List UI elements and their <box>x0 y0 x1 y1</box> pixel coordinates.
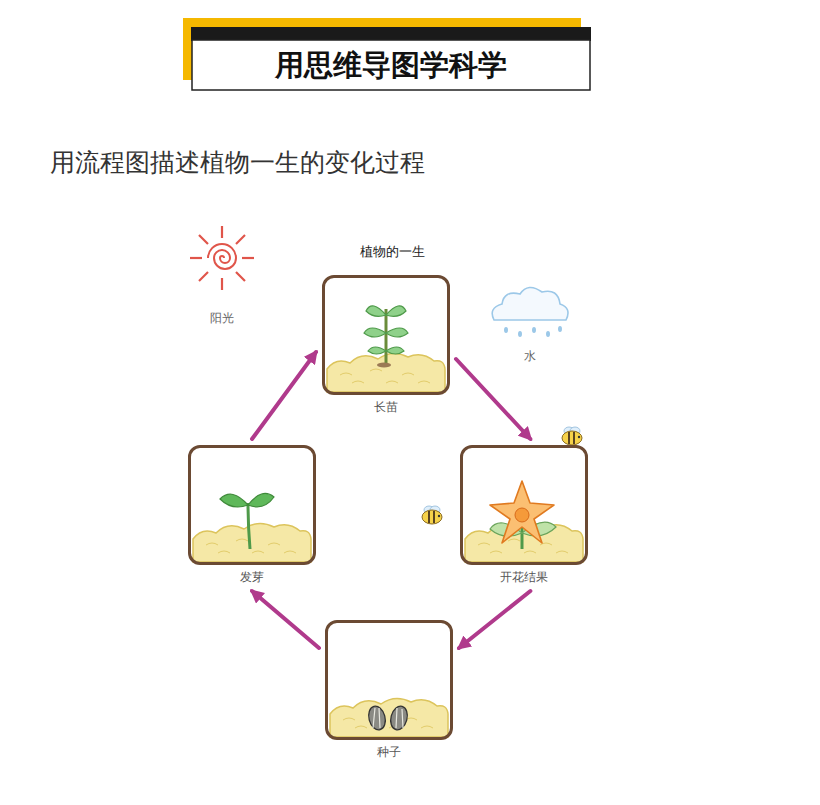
stage-node: 开花结果 <box>460 445 588 585</box>
water-label: 水 <box>500 348 560 365</box>
stage-label: 种子 <box>325 745 453 760</box>
stage-label: 发芽 <box>188 570 316 585</box>
flow-arrow <box>252 591 319 648</box>
stage-node: 种子 <box>325 620 453 760</box>
stage-frame <box>188 445 316 565</box>
page-title: 用思维导图学科学 <box>192 40 590 90</box>
stage-label: 长苗 <box>322 400 450 415</box>
stage-frame <box>460 445 588 565</box>
stage-frame <box>325 620 453 740</box>
flow-arrow <box>252 352 316 439</box>
stage-node: 长苗 <box>322 275 450 415</box>
stage-label: 开花结果 <box>460 570 588 585</box>
diagram-heading: 植物的一生 <box>342 243 442 261</box>
subtitle: 用流程图描述植物一生的变化过程 <box>50 146 425 179</box>
flow-arrow <box>456 359 530 439</box>
flow-arrow <box>459 591 530 648</box>
stage-frame <box>322 275 450 395</box>
sun-label: 阳光 <box>192 310 252 327</box>
stage-node: 发芽 <box>188 445 316 585</box>
